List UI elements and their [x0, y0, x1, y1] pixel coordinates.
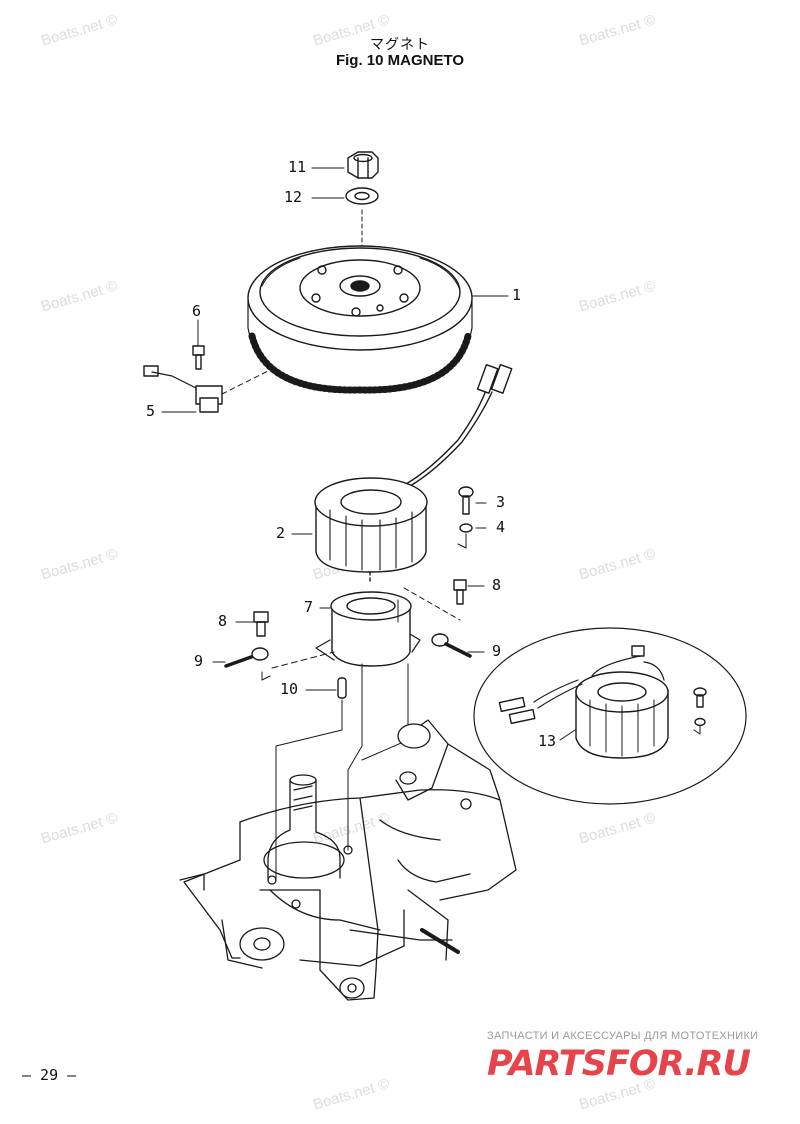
stator-wire-harness	[405, 363, 513, 487]
callout-9-left: 9	[194, 652, 204, 670]
inset-detail-part-13	[473, 627, 747, 805]
figure-title-japanese: マグネト	[370, 36, 430, 52]
washer-part-12	[345, 187, 379, 205]
callout-6: 6	[192, 302, 202, 320]
dowel-pin-part-10	[337, 677, 347, 699]
figure-title: Fig. 10 MAGNETO	[335, 52, 465, 69]
callout-7: 7	[304, 598, 314, 616]
shop-logo: PARTSFOR.RU	[487, 1044, 751, 1084]
callout-4: 4	[496, 518, 506, 536]
crankcase-housing	[179, 719, 517, 1001]
ground-terminal-part-9-left	[224, 647, 269, 668]
callout-3: 3	[496, 493, 506, 511]
callout-12: 12	[284, 188, 303, 206]
callout-10: 10	[280, 680, 299, 698]
bolt-part-8-left	[253, 611, 269, 637]
shop-tagline: ЗАПЧАСТИ И АКСЕССУАРЫ ДЛЯ МОТОТЕХНИКИ	[487, 1030, 759, 1042]
nut-part-11	[347, 151, 379, 179]
bracket-part-7	[315, 591, 421, 667]
washer-part-4	[459, 523, 473, 533]
bolt-part-8-right	[453, 579, 467, 605]
flywheel-part-1	[247, 245, 473, 394]
callout-11: 11	[288, 158, 307, 176]
callout-8-left: 8	[218, 612, 228, 630]
page-number: — 29 —	[22, 1066, 77, 1084]
callout-8-right: 8	[492, 576, 502, 594]
screw-part-6	[192, 345, 205, 370]
ground-terminal-part-9-right	[431, 633, 472, 658]
screw-part-3	[458, 486, 474, 515]
callout-5: 5	[146, 402, 156, 420]
callout-9-right: 9	[492, 642, 502, 660]
pulser-coil-part-5	[143, 365, 271, 413]
callout-1: 1	[512, 286, 522, 304]
stator-part-2	[314, 477, 428, 583]
leader-lines	[161, 167, 579, 741]
callout-13: 13	[538, 732, 557, 750]
callout-2: 2	[276, 524, 286, 542]
